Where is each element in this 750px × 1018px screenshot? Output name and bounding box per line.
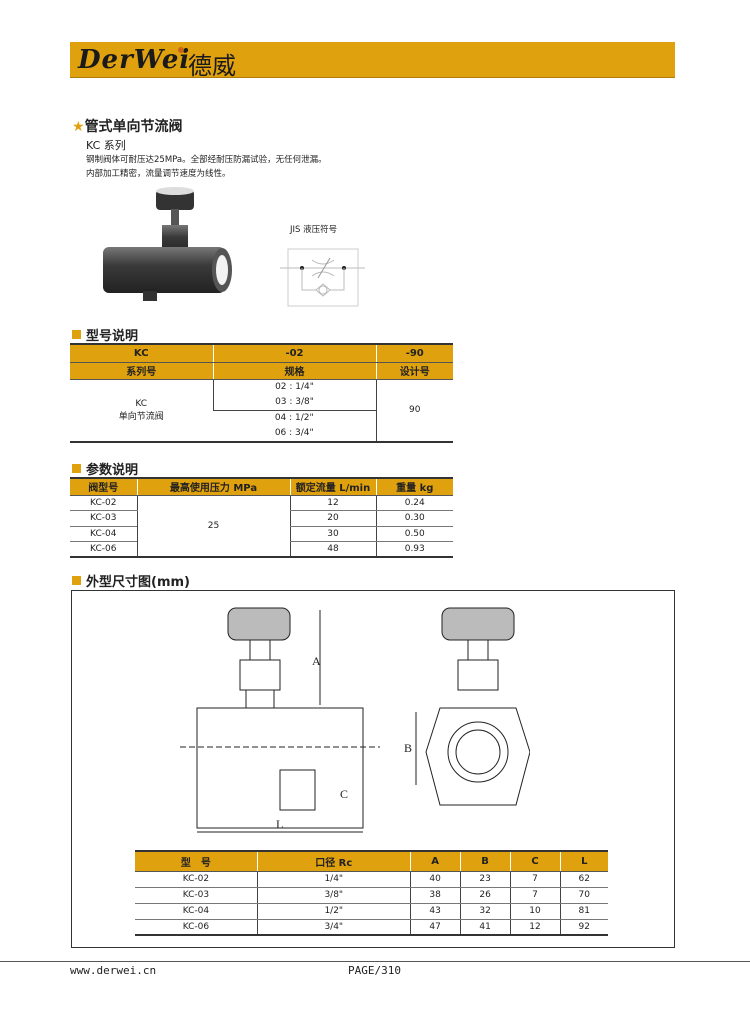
square-bullet-icon	[72, 330, 81, 339]
brand-header-bar: DerWei 德威	[70, 42, 675, 80]
cell: KC-06	[70, 541, 137, 558]
params-header: 重量 kg	[375, 478, 453, 496]
cell: 92	[559, 919, 608, 936]
model-section-title: 型号说明	[72, 325, 138, 344]
dim-c-label: C	[340, 787, 348, 801]
params-header: 最高使用压力 MPa	[136, 478, 290, 496]
dim-a-label: A	[312, 654, 321, 668]
product-desc-1: 钢制阀体可耐压达25MPa。全部经耐压防漏试验，无任何泄漏。	[86, 155, 327, 165]
dims-header: C	[509, 851, 560, 872]
cell: KC-02	[70, 495, 137, 511]
cell: 20	[289, 510, 376, 527]
label-size: 规格	[212, 362, 376, 380]
cell: KC-04	[135, 903, 258, 920]
symbol-label: JIS 液压符号	[290, 225, 338, 235]
square-bullet-icon	[72, 464, 81, 473]
cell: 1/4"	[256, 871, 411, 888]
product-series: KC 系列	[86, 139, 126, 152]
footer-divider	[0, 961, 750, 962]
cell: 32	[459, 903, 511, 920]
cell: 43	[409, 903, 461, 920]
dims-section-title: 外型尺寸图(mm)	[72, 571, 190, 590]
cell: 1/2"	[256, 903, 411, 920]
dim-l-label: L	[276, 817, 283, 831]
cell: 0.30	[375, 510, 453, 527]
params-header: 阀型号	[70, 478, 137, 496]
cell: 62	[559, 871, 608, 888]
cell: 7	[509, 871, 560, 888]
cell: 40	[409, 871, 461, 888]
dims-header: B	[459, 851, 511, 872]
page-number: PAGE/310	[348, 964, 401, 977]
cell: 47	[409, 919, 461, 936]
code-size: -02	[212, 344, 376, 363]
cell: KC-03	[135, 887, 258, 904]
star-icon: ★	[72, 119, 85, 135]
dim-b-label: B	[404, 741, 412, 755]
product-photo	[103, 187, 232, 301]
dims-header: 型 号	[135, 851, 258, 872]
cell: 3/8"	[256, 887, 411, 904]
registered-mark-icon	[178, 47, 184, 53]
cell: 3/4"	[256, 919, 411, 936]
dimension-drawing-box	[71, 590, 675, 948]
pressure-cell: 25	[136, 495, 290, 557]
dims-header: 口径 Rc	[256, 851, 411, 872]
dims-header: A	[409, 851, 461, 872]
size-cell: 04 : 1/2"06 : 3/4"	[274, 412, 314, 438]
cell: KC-02	[135, 871, 258, 888]
front-view-drawing: B	[404, 607, 530, 806]
cell: 26	[459, 887, 511, 904]
cell: KC-06	[135, 919, 258, 936]
square-bullet-icon	[72, 576, 81, 585]
cell: 0.50	[375, 526, 453, 542]
label-design: 设计号	[375, 362, 453, 380]
hydraulic-symbol	[280, 248, 365, 307]
footer-url[interactable]: www.derwei.cn	[70, 964, 157, 977]
side-view-drawing: A L C	[180, 607, 380, 833]
cell: 10	[509, 903, 560, 920]
brand-logo: DerWei	[78, 45, 191, 75]
cell: 0.24	[375, 495, 453, 511]
label-series: 系列号	[70, 362, 213, 380]
cell: KC-03	[70, 510, 137, 527]
cell: 38	[409, 887, 461, 904]
cell: 30	[289, 526, 376, 542]
code-design: -90	[375, 344, 453, 363]
params-header: 额定流量 L/min	[289, 478, 376, 496]
size-cell: 02 : 1/4"03 : 3/8"	[212, 379, 376, 411]
product-desc-2: 内部加工精密，流量调节速度为线性。	[86, 169, 231, 179]
cell: 41	[459, 919, 511, 936]
cell: 70	[559, 887, 608, 904]
product-title: ★管式单向节流阀	[72, 119, 183, 135]
cell: 0.93	[375, 541, 453, 558]
cell: 12	[509, 919, 560, 936]
cell: KC-04	[70, 526, 137, 542]
cell: 7	[509, 887, 560, 904]
cell: 48	[289, 541, 376, 558]
params-section-title: 参数说明	[72, 459, 138, 478]
cell: 23	[459, 871, 511, 888]
cell: 81	[559, 903, 608, 920]
cell: 12	[289, 495, 376, 511]
design-cell: 90	[375, 379, 453, 442]
brand-logo-cn: 德威	[188, 52, 236, 80]
dims-header: L	[559, 851, 608, 872]
code-series: KC	[70, 344, 213, 363]
